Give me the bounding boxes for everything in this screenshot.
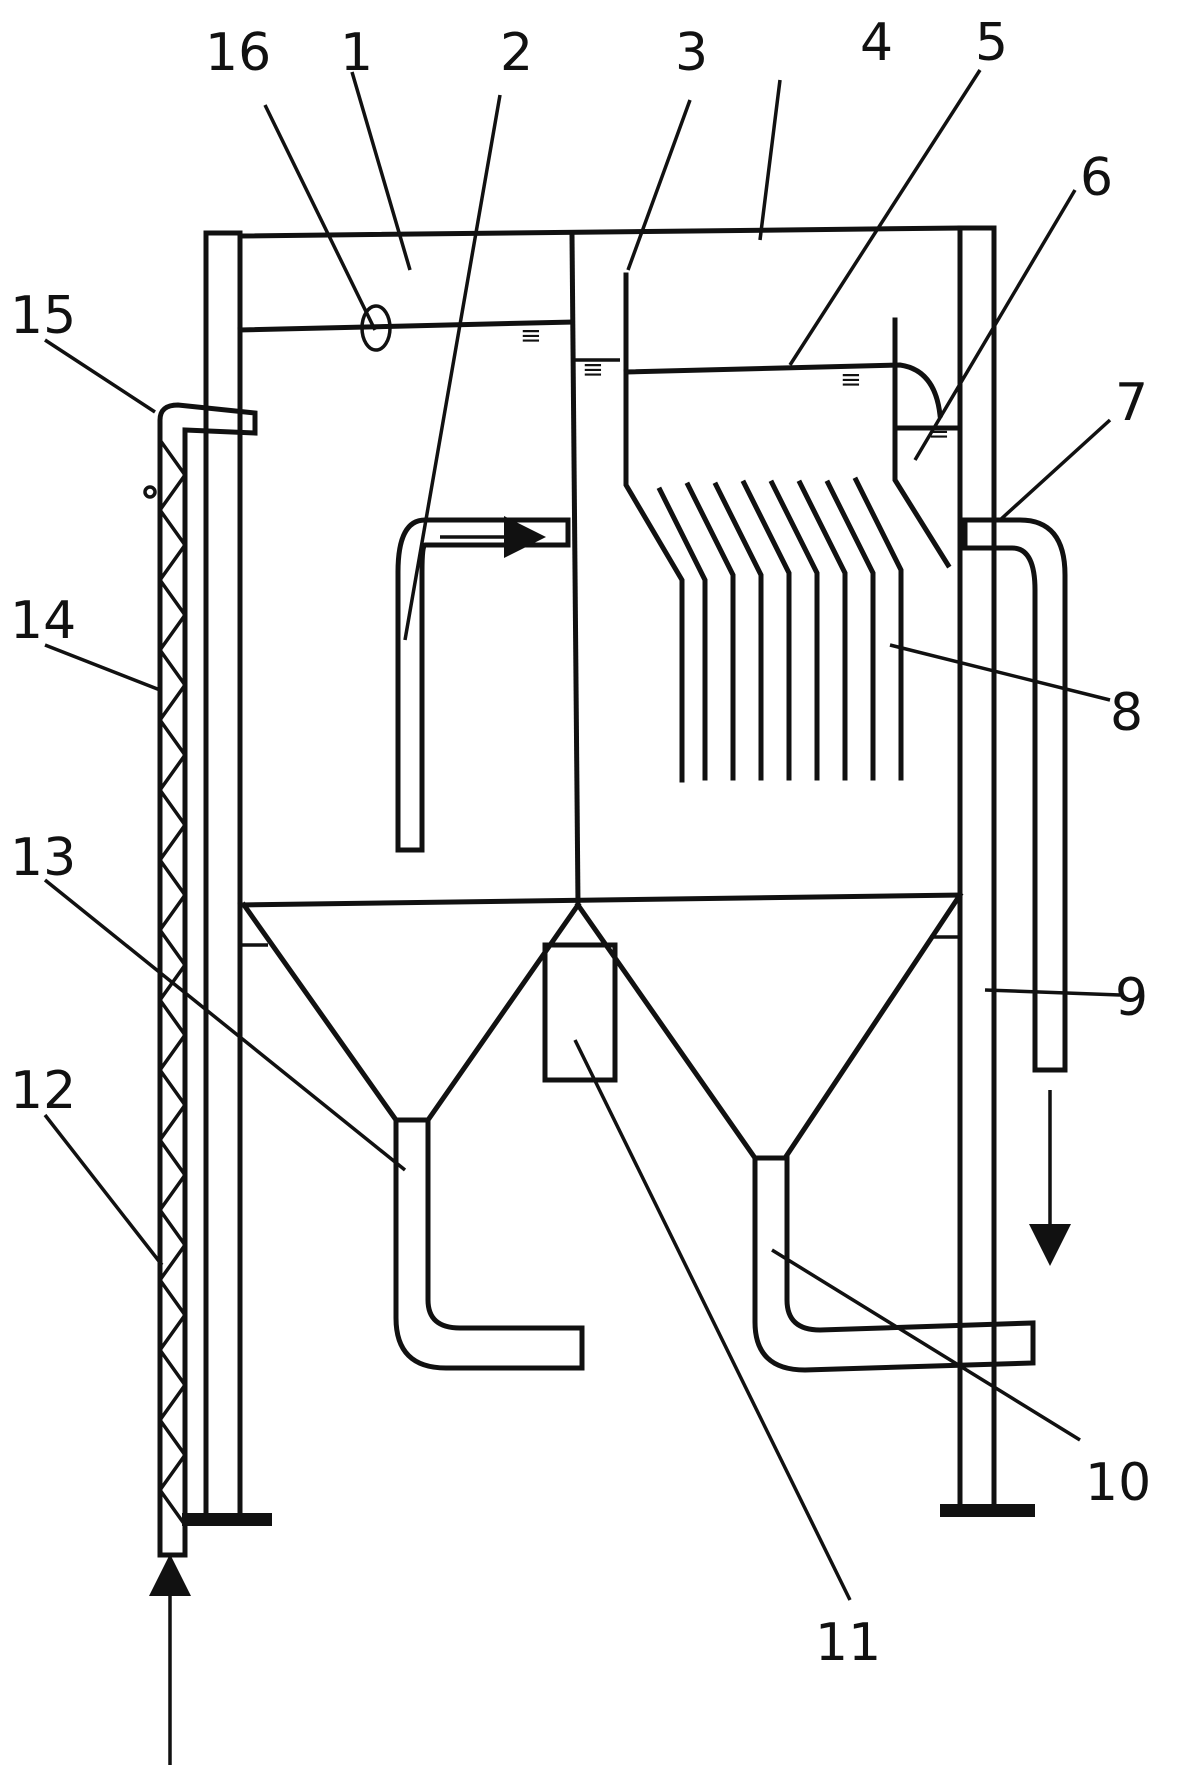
water-level-symbol-3: ≡: [840, 365, 862, 395]
left-hopper: [240, 901, 582, 1123]
label-15: 15: [10, 286, 76, 346]
label-3: 3: [675, 23, 708, 83]
inflow-pipe-2: [395, 517, 571, 853]
float-16: [360, 304, 392, 352]
right-hopper: [574, 891, 964, 1161]
right-support-leg: [957, 225, 997, 1511]
label-8: 8: [1110, 683, 1143, 743]
label-13: 13: [10, 828, 76, 888]
label-10: 10: [1085, 1453, 1151, 1513]
overflow-weir: [892, 317, 952, 569]
right-leg-foot: [940, 1504, 1035, 1517]
label-14: 14: [10, 591, 76, 651]
callout-lines: [43, 69, 1121, 1601]
label-7: 7: [1115, 373, 1148, 433]
left-support-leg: [203, 230, 243, 1522]
label-1: 1: [340, 23, 373, 83]
water-surface-5: [623, 362, 943, 418]
water-level-symbol-2: ≡: [582, 355, 604, 385]
label-2: 2: [500, 23, 533, 83]
inlet-pipe-15: [157, 402, 258, 1558]
water-level-symbol-1: ≡: [520, 321, 542, 351]
left-leg-foot: [182, 1513, 272, 1526]
label-16: 16: [205, 23, 271, 83]
water-level-symbol-4: ≡: [928, 417, 950, 447]
label-9: 9: [1115, 968, 1148, 1028]
label-4: 4: [860, 13, 893, 73]
valve-dot: [143, 485, 157, 499]
label-6: 6: [1080, 148, 1113, 208]
partition-3: [623, 272, 685, 783]
water-surface-1: [237, 319, 575, 333]
outlet-pipe-7: [962, 517, 1068, 1073]
central-box-11: [542, 942, 618, 1083]
sludge-pipe-10: [752, 1155, 1036, 1373]
label-12: 12: [10, 1061, 76, 1121]
tank-top: [237, 225, 963, 239]
label-11: 11: [815, 1613, 881, 1673]
sludge-pipe-13: [393, 1117, 585, 1371]
inclined-plate-pack-8: [656, 476, 904, 781]
tank-bottom-line: [237, 892, 963, 908]
label-5: 5: [975, 13, 1008, 73]
center-partition: [569, 232, 581, 908]
